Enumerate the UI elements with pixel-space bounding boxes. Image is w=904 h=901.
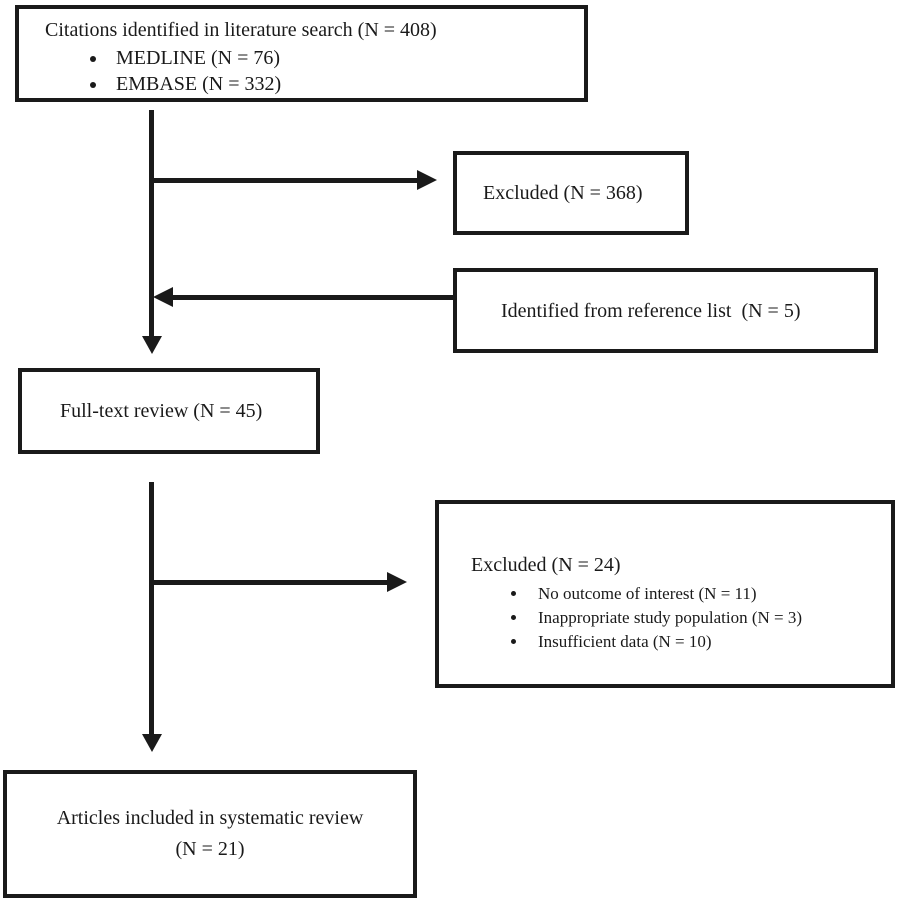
arrow-to-excluded-fulltext-head [387,572,407,592]
arrow-fulltext-to-included-head [142,734,162,752]
citations-bullet-medline: MEDLINE (N = 76) [108,45,584,71]
box-articles-included: Articles included in systematic review (… [3,770,417,898]
box-citations-identified: Citations identified in literature searc… [15,5,588,102]
arrow-citations-to-fulltext-head [142,336,162,354]
box-excluded-initial: Excluded (N = 368) [453,151,689,235]
arrow-citations-to-fulltext-line [149,110,154,336]
fulltext-review-label: Full-text review (N = 45) [60,400,263,422]
box-reference-list: Identified from reference list (N = 5) [453,268,878,353]
arrow-to-excluded-initial-head [417,170,437,190]
excluded-bullet-insufficient-data: Insufficient data (N = 10) [528,630,891,654]
excluded-bullet-no-outcome: No outcome of interest (N = 11) [528,582,891,606]
arrow-from-reference-list-line [173,295,453,300]
excluded-fulltext-bullet-list: No outcome of interest (N = 11) Inapprop… [439,582,891,654]
included-label-line2: (N = 21) [175,838,245,860]
box-fulltext-review: Full-text review (N = 45) [18,368,320,454]
citations-title: Citations identified in literature searc… [45,19,437,41]
arrow-from-reference-list-head [153,287,173,307]
reference-list-label: Identified from reference list (N = 5) [501,299,801,322]
excluded-fulltext-title: Excluded (N = 24) [471,554,621,576]
citations-bullet-list: MEDLINE (N = 76) EMBASE (N = 332) [19,45,584,97]
arrow-fulltext-to-included-line [149,482,154,734]
excluded-initial-label: Excluded (N = 368) [483,182,643,204]
excluded-bullet-population: Inappropriate study population (N = 3) [528,606,891,630]
arrow-to-excluded-fulltext-line [151,580,387,585]
arrow-to-excluded-initial-line [151,178,417,183]
included-label-line1: Articles included in systematic review [56,807,364,829]
citations-bullet-embase: EMBASE (N = 332) [108,71,584,97]
box-excluded-fulltext: Excluded (N = 24) No outcome of interest… [435,500,895,688]
